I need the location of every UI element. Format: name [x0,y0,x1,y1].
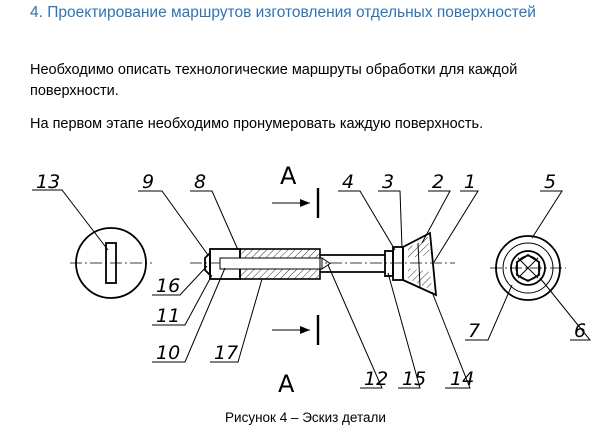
callout-16: 16 [156,275,180,297]
callout-11: 11 [156,305,180,327]
callout-2: 2 [432,171,444,193]
callout-3: 3 [382,171,394,193]
callout-1: 1 [464,171,476,193]
callout-12: 12 [364,368,388,390]
section-cut-marks [272,188,320,345]
callout-15: 15 [402,368,426,390]
callout-10: 10 [156,342,180,364]
callout-9: 9 [142,171,154,193]
callout-17: 17 [214,342,238,364]
callout-5: 5 [544,171,556,193]
callout-6: 6 [574,320,586,342]
callout-leaders [32,189,592,389]
section-heading: 4. Проектирование маршрутов изготовления… [30,4,536,21]
callout-14: 14 [450,368,474,390]
paragraph-task: Необходимо описать технологические маршр… [30,62,518,99]
callout-numbers: 13 9 8 4 3 2 1 5 16 11 10 17 12 15 14 7 … [36,171,586,390]
callout-4: 4 [342,171,354,193]
left-end-view [70,227,152,299]
section-label-top: A [280,162,297,190]
section-label-bottom: A [278,370,295,398]
callout-7: 7 [468,320,480,342]
callout-8: 8 [194,171,206,193]
right-end-view [490,235,566,301]
main-view-shaft [190,231,455,297]
callout-13: 13 [36,171,60,193]
part-sketch: A A [32,162,592,398]
paragraph-first-step: На первом этапе необходимо пронумеровать… [30,116,484,132]
figure-caption: Рисунок 4 – Эскиз детали [225,410,386,425]
